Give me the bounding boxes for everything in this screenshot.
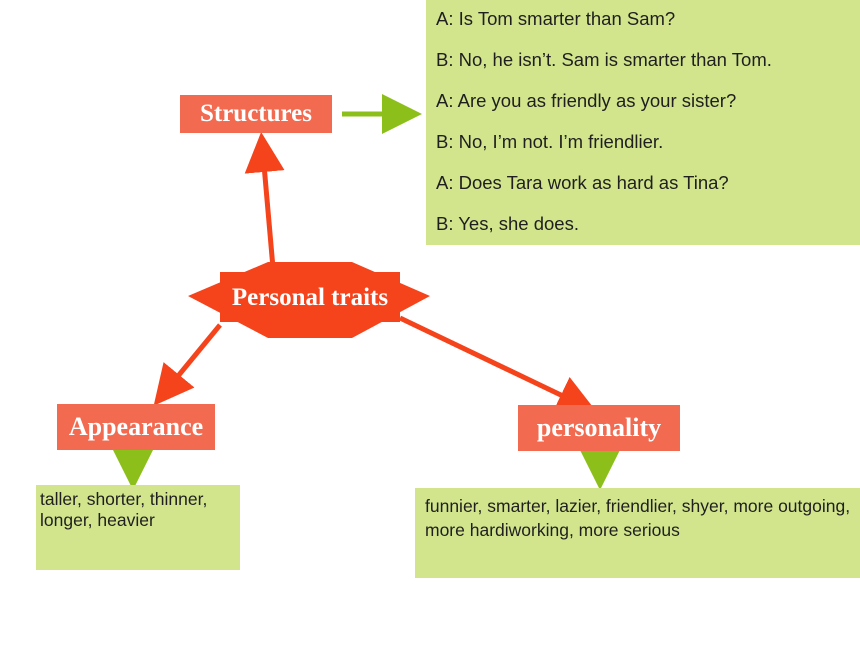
personality-node: personality bbox=[518, 405, 680, 451]
example-line: B: Yes, she does. bbox=[436, 213, 579, 234]
arrow-to-structures bbox=[244, 132, 285, 269]
structures-examples-box: A: Is Tom smarter than Sam? B: No, he is… bbox=[426, 0, 860, 245]
personality-words-box: funnier, smarter, lazier, friendlier, sh… bbox=[415, 488, 860, 578]
arrow-to-personality bbox=[398, 315, 598, 414]
appearance-words-box: taller, shorter, thinner, longer, heavie… bbox=[36, 485, 240, 570]
appearance-words: taller, shorter, thinner, longer, heavie… bbox=[40, 489, 208, 530]
example-line: B: No, he isn’t. Sam is smarter than Tom… bbox=[436, 49, 772, 70]
example-line: A: Are you as friendly as your sister? bbox=[436, 90, 737, 111]
structures-node: Structures bbox=[180, 95, 332, 133]
arrow-to-appearance bbox=[153, 323, 222, 406]
example-line: A: Does Tara work as hard as Tina? bbox=[436, 172, 729, 193]
example-line: A: Is Tom smarter than Sam? bbox=[436, 8, 676, 29]
appearance-node: Appearance bbox=[57, 404, 215, 450]
center-node-label: Personal traits bbox=[231, 284, 389, 311]
personality-words: funnier, smarter, lazier, friendlier, sh… bbox=[425, 496, 851, 540]
center-band bbox=[220, 272, 400, 322]
example-line: B: No, I’m not. I’m friendlier. bbox=[436, 131, 664, 152]
